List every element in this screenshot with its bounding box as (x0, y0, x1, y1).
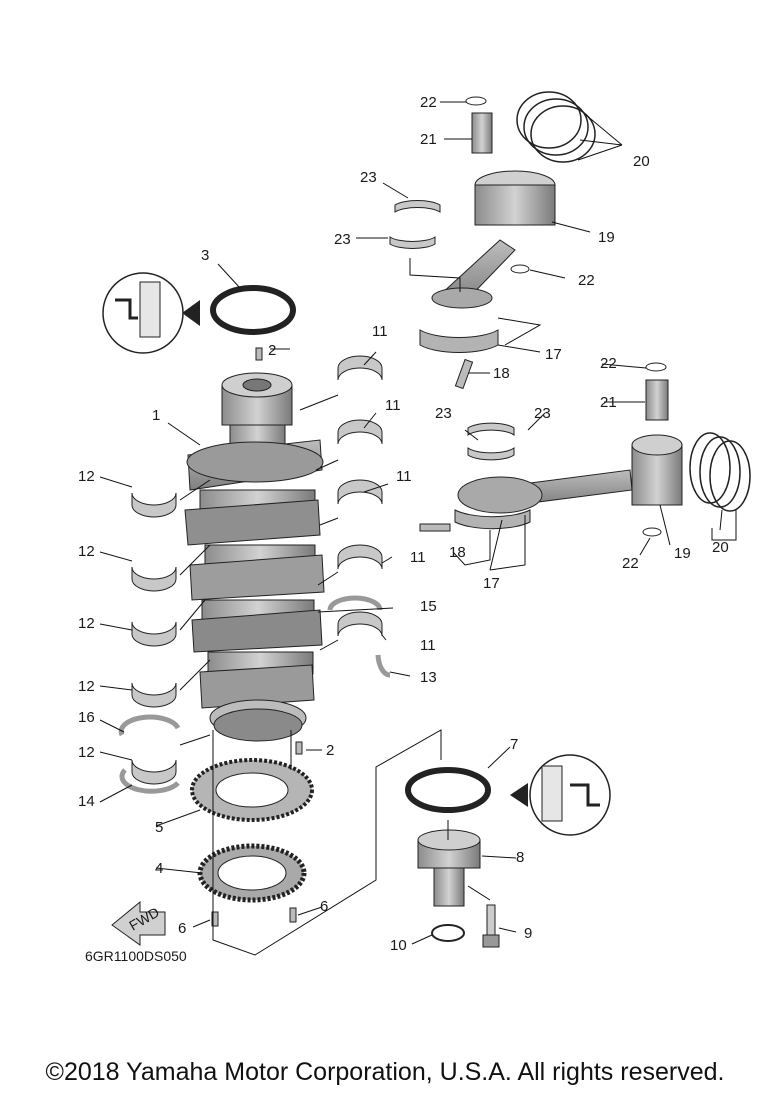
lower-piston-assembly (419, 362, 751, 537)
leader-lines (99, 101, 737, 956)
callout-20: 20 (712, 539, 729, 556)
callout-21: 21 (600, 394, 617, 411)
callout-7: 7 (510, 736, 518, 753)
callout-23: 23 (360, 169, 377, 186)
callout-11: 11 (372, 323, 388, 340)
callout-19: 19 (598, 229, 615, 246)
oil-seal-front (210, 285, 296, 335)
callout-2: 2 (326, 742, 334, 759)
callout-12: 12 (78, 678, 95, 695)
callout-22: 22 (600, 355, 617, 372)
callout-22: 22 (622, 555, 639, 572)
callout-19: 19 (674, 545, 691, 562)
upper-main-bearings (337, 355, 383, 637)
callout-8: 8 (516, 849, 524, 866)
callout-2: 2 (268, 342, 276, 359)
callout-13: 13 (420, 669, 437, 686)
callout-18: 18 (449, 544, 466, 561)
o-ring-10 (431, 924, 465, 942)
callout-15: 15 (420, 598, 437, 615)
callout-numbers: 22 21 20 23 23 19 22 17 18 3 2 11 11 11 … (78, 94, 729, 954)
crankshaft-piston-exploded-view: FWD (78, 91, 751, 964)
callout-12: 12 (78, 744, 95, 761)
callout-23: 23 (334, 231, 351, 248)
diagram-code: 6GR1100DS050 (85, 948, 187, 964)
callout-21: 21 (420, 131, 437, 148)
rotor-gear-5 (190, 758, 314, 822)
callout-9: 9 (524, 925, 532, 942)
callout-23: 23 (534, 405, 551, 422)
callout-6: 6 (178, 920, 186, 937)
callout-20: 20 (633, 153, 650, 170)
ring-gear-4 (197, 843, 307, 903)
callout-11: 11 (410, 549, 426, 566)
thrust-washers (118, 595, 391, 794)
fwd-arrow-icon: FWD (111, 900, 166, 946)
callout-16: 16 (78, 709, 95, 726)
callout-18: 18 (493, 365, 510, 382)
callout-4: 4 (155, 860, 163, 877)
callout-22: 22 (578, 272, 595, 289)
callout-12: 12 (78, 615, 95, 632)
small-bolts (211, 347, 303, 927)
callout-11: 11 (396, 468, 412, 485)
callout-10: 10 (390, 937, 407, 954)
callout-6: 6 (320, 898, 328, 915)
callout-17: 17 (545, 346, 562, 363)
bolt-9 (482, 904, 500, 948)
callout-17: 17 (483, 575, 500, 592)
copyright-notice: ©2018 Yamaha Motor Corporation, U.S.A. A… (45, 1058, 725, 1086)
callout-11: 11 (420, 637, 436, 654)
upper-piston-assembly (389, 91, 596, 390)
callout-1: 1 (152, 407, 160, 424)
callout-5: 5 (155, 819, 163, 836)
callout-22: 22 (420, 94, 437, 111)
callout-12: 12 (78, 543, 95, 560)
callout-3: 3 (201, 247, 209, 264)
callout-23: 23 (435, 405, 452, 422)
oil-seal-rear (405, 767, 491, 813)
seal-detail-circle-rear (510, 754, 611, 836)
lower-main-bearings (131, 492, 177, 785)
callout-14: 14 (78, 793, 95, 810)
seal-detail-circle-front (102, 272, 200, 354)
flywheel-hub (417, 829, 481, 907)
callout-12: 12 (78, 468, 95, 485)
callout-11: 11 (385, 397, 401, 414)
crankshaft (184, 372, 325, 742)
